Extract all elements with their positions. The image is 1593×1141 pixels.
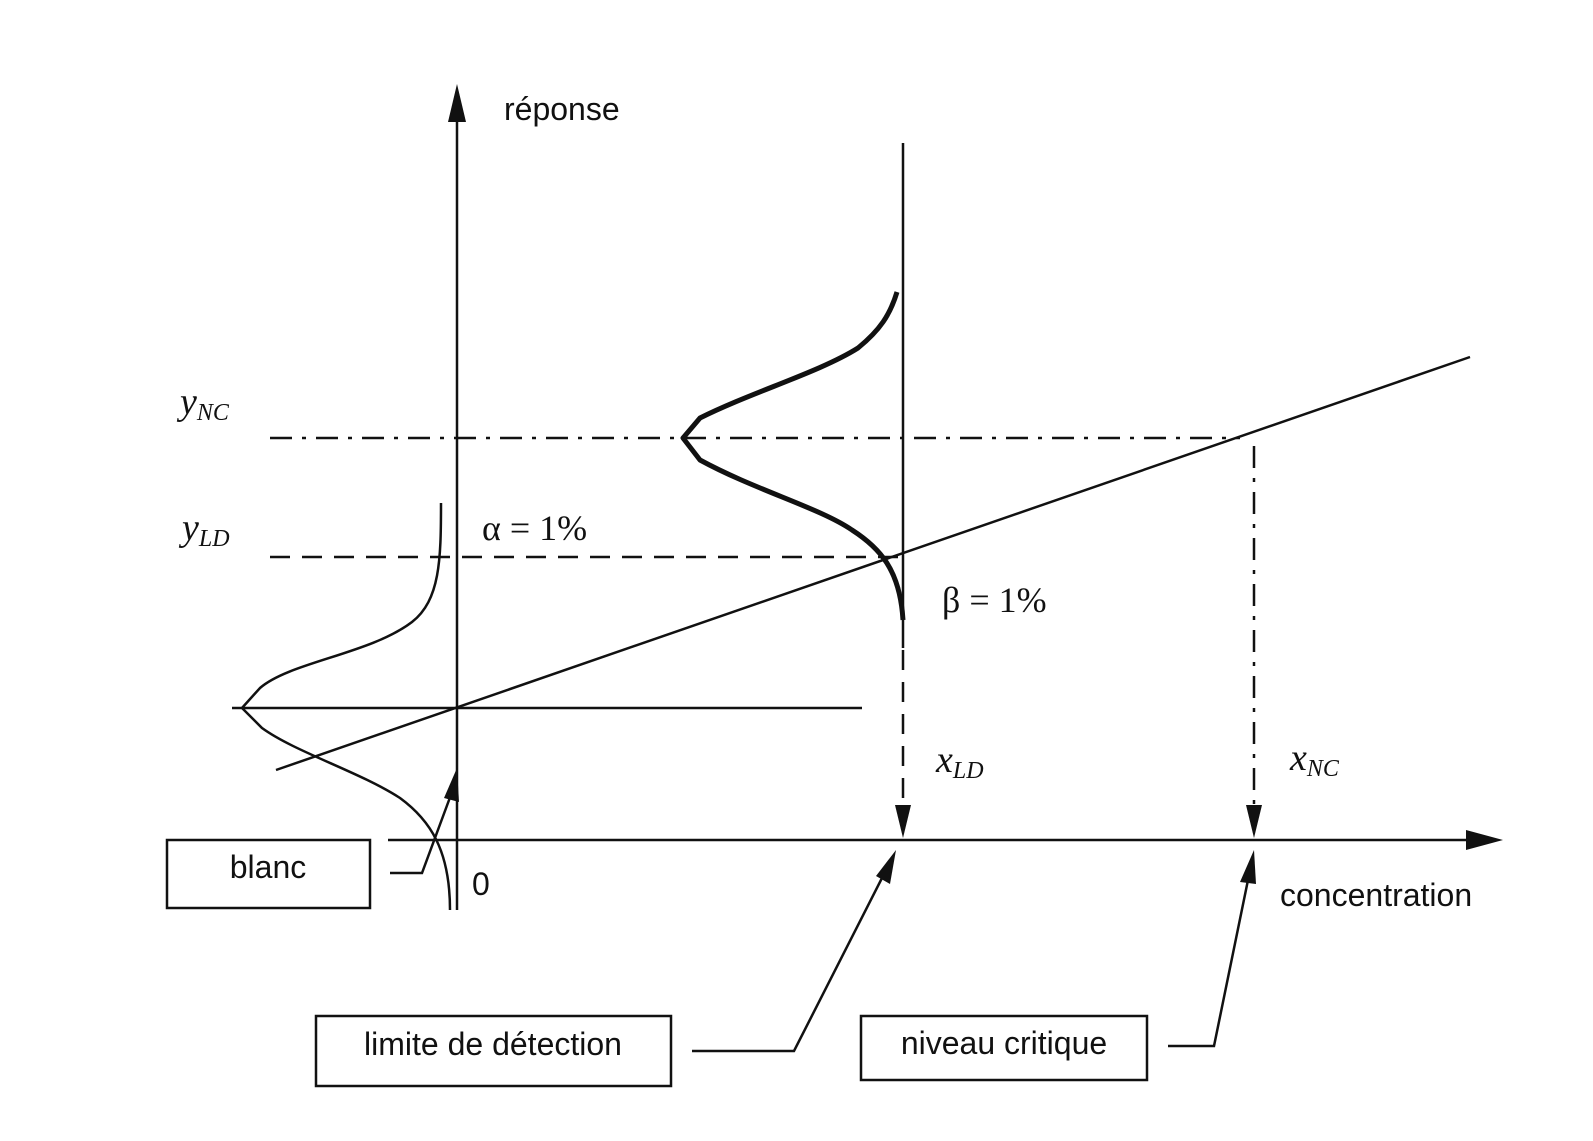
yld-label: yLD	[178, 507, 230, 552]
y-axis-label: réponse	[504, 91, 620, 127]
critical-level-box	[859, 1014, 1149, 1082]
blank-box	[165, 838, 372, 910]
detection-limit-pointer-arrowhead	[876, 850, 896, 884]
x-axis-label: concentration	[1280, 877, 1472, 913]
xnc-projection-arrowhead	[1246, 805, 1262, 838]
blank-box-label: blanc	[230, 849, 307, 885]
critical-level-pointer-arrowhead	[1240, 850, 1256, 884]
calibration-line	[275, 355, 1471, 772]
beta-risk-label: β = 1%	[942, 580, 1047, 620]
alpha-risk-label: α = 1%	[482, 508, 587, 548]
ync-label: yNC	[176, 381, 230, 426]
xnc-label: xNC	[1289, 737, 1340, 782]
origin-label: 0	[472, 866, 490, 902]
detection-limit-box	[314, 1014, 673, 1088]
blank-distribution-curve	[240, 502, 452, 911]
critical-level-pointer	[1168, 879, 1250, 1048]
ld-distribution-curve	[680, 291, 906, 621]
blank-pointer	[390, 791, 454, 875]
detection-limit-pointer	[692, 877, 884, 1053]
y-axis-arrowhead	[448, 84, 466, 122]
xld-label: xLD	[935, 739, 984, 784]
critical-level-box-label: niveau critique	[901, 1025, 1107, 1061]
blank-pointer-arrowhead	[444, 768, 459, 802]
xld-projection-arrowhead	[895, 805, 911, 838]
x-axis-arrowhead	[1466, 830, 1503, 850]
detection-limit-box-label: limite de détection	[364, 1026, 622, 1062]
